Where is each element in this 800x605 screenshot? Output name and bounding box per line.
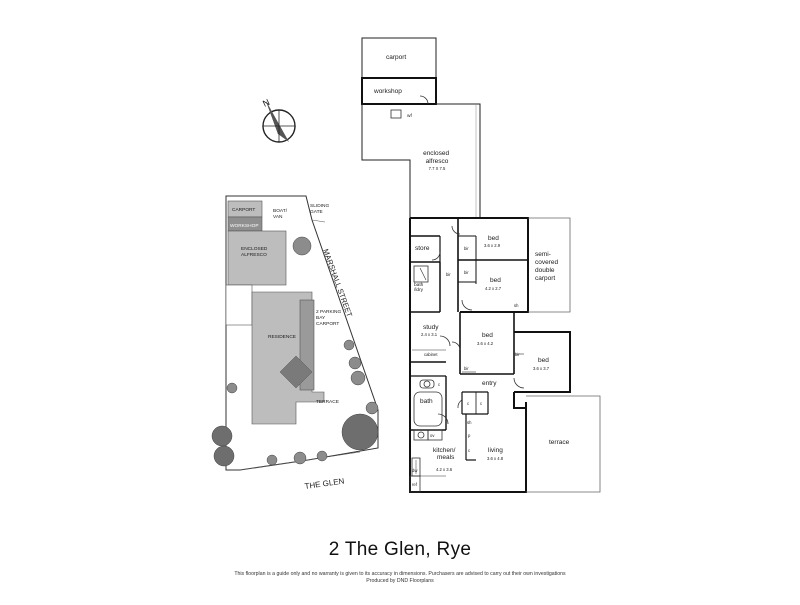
label-carport: carport [386, 54, 406, 61]
door-store [451, 225, 461, 235]
site-trees [211, 236, 379, 467]
label-bed2-dims: 4.2 x 2.7 [485, 286, 502, 291]
site-label-boat: BOAT/ VAN [273, 208, 288, 220]
label-kitchen-dims: 4.2 x 3.6 [436, 467, 453, 472]
page-title: 2 The Glen, Rye [328, 539, 472, 560]
label-bir-3: bir [446, 272, 451, 277]
label-bed3-dims: 3.6 x 4.2 [477, 341, 494, 346]
label-bed4: bed [538, 357, 549, 364]
label-bed4-dims: 3.6 x 3.7 [533, 366, 550, 371]
site-label-the-glen: THE GLEN [304, 476, 345, 491]
label-study-dims: 2.4 x 3.1 [421, 332, 438, 337]
label-bed1: bed [488, 235, 499, 242]
label-bed3: bed [482, 332, 493, 339]
label-dw: dw [412, 468, 418, 473]
label-ref: ref [412, 482, 418, 487]
bathtub-icon [413, 391, 443, 427]
site-label-workshop: WORKSHOP [230, 223, 259, 229]
floor-plan: carport workshop wf enclosed alfresco 7.… [361, 37, 601, 493]
label-c-1: c [467, 401, 469, 406]
disclaimer-block: This floorplan is a guide only and no wa… [0, 571, 800, 585]
label-cabinet: cabinet [424, 352, 438, 357]
label-kitchen: kitchen/ meals [433, 447, 457, 461]
cooktop-icon [413, 429, 429, 441]
label-living: living [488, 447, 503, 454]
toilet-icon [419, 379, 435, 389]
label-c-3: c [438, 382, 440, 387]
site-label-parking: 2 PARKING BAY CARPORT [316, 309, 343, 327]
label-living-dims: 3.6 x 4.8 [487, 456, 504, 461]
label-store: store [415, 245, 430, 252]
site-label-street: MARSHALL STREET [321, 248, 354, 319]
site-label-terrace: TERRACE [316, 399, 339, 405]
label-sh-2: sh [467, 420, 472, 425]
label-workshop: workshop [373, 88, 402, 95]
label-c-2: c [480, 401, 482, 406]
label-bed2: bed [490, 277, 501, 284]
label-bir-2: bir [464, 270, 469, 275]
site-label-alfresco: ENCLOSED ALFRESCO [241, 246, 269, 258]
label-alfresco: enclosed alfresco [423, 150, 451, 165]
room-workshop [361, 77, 437, 105]
label-bir-5: bir [464, 366, 469, 371]
label-bir-1: bir [464, 246, 469, 251]
compass-icon: N [261, 97, 296, 143]
label-p: p [468, 433, 471, 438]
site-label-gate: SLIDING GATE [310, 203, 331, 215]
label-ov: ov [430, 433, 435, 438]
label-bath: bath [420, 398, 433, 405]
label-c-4: c [468, 448, 470, 453]
label-bir-4: bir [515, 352, 520, 357]
label-bath-ldry: bath /ldry [414, 282, 425, 293]
label-wf: wf [407, 113, 412, 119]
disclaimer-text: This floorplan is a guide only and no wa… [234, 571, 566, 577]
label-alfresco-dims: 7.7 X 7.5 [429, 166, 446, 171]
basin-icon [413, 265, 429, 283]
site-label-carport: CARPORT [232, 207, 255, 213]
site-boundary [225, 195, 379, 471]
label-entry: entry [482, 380, 497, 387]
label-semi-covered: semi- covered double carport [535, 251, 560, 282]
label-bed1-dims: 3.6 x 2.9 [484, 243, 501, 248]
label-sh: sh [514, 303, 519, 308]
credit-text: Produced by DND Floorplans [366, 578, 434, 584]
site-plan: CARPORT BOAT/ VAN SLIDING GATE WORKSHOP … [211, 195, 379, 491]
site-alfresco [227, 230, 287, 286]
label-study: study [423, 324, 439, 331]
compass-north-label: N [261, 97, 271, 109]
label-terrace: terrace [549, 439, 570, 446]
site-label-residence: RESIDENCE [268, 334, 296, 340]
